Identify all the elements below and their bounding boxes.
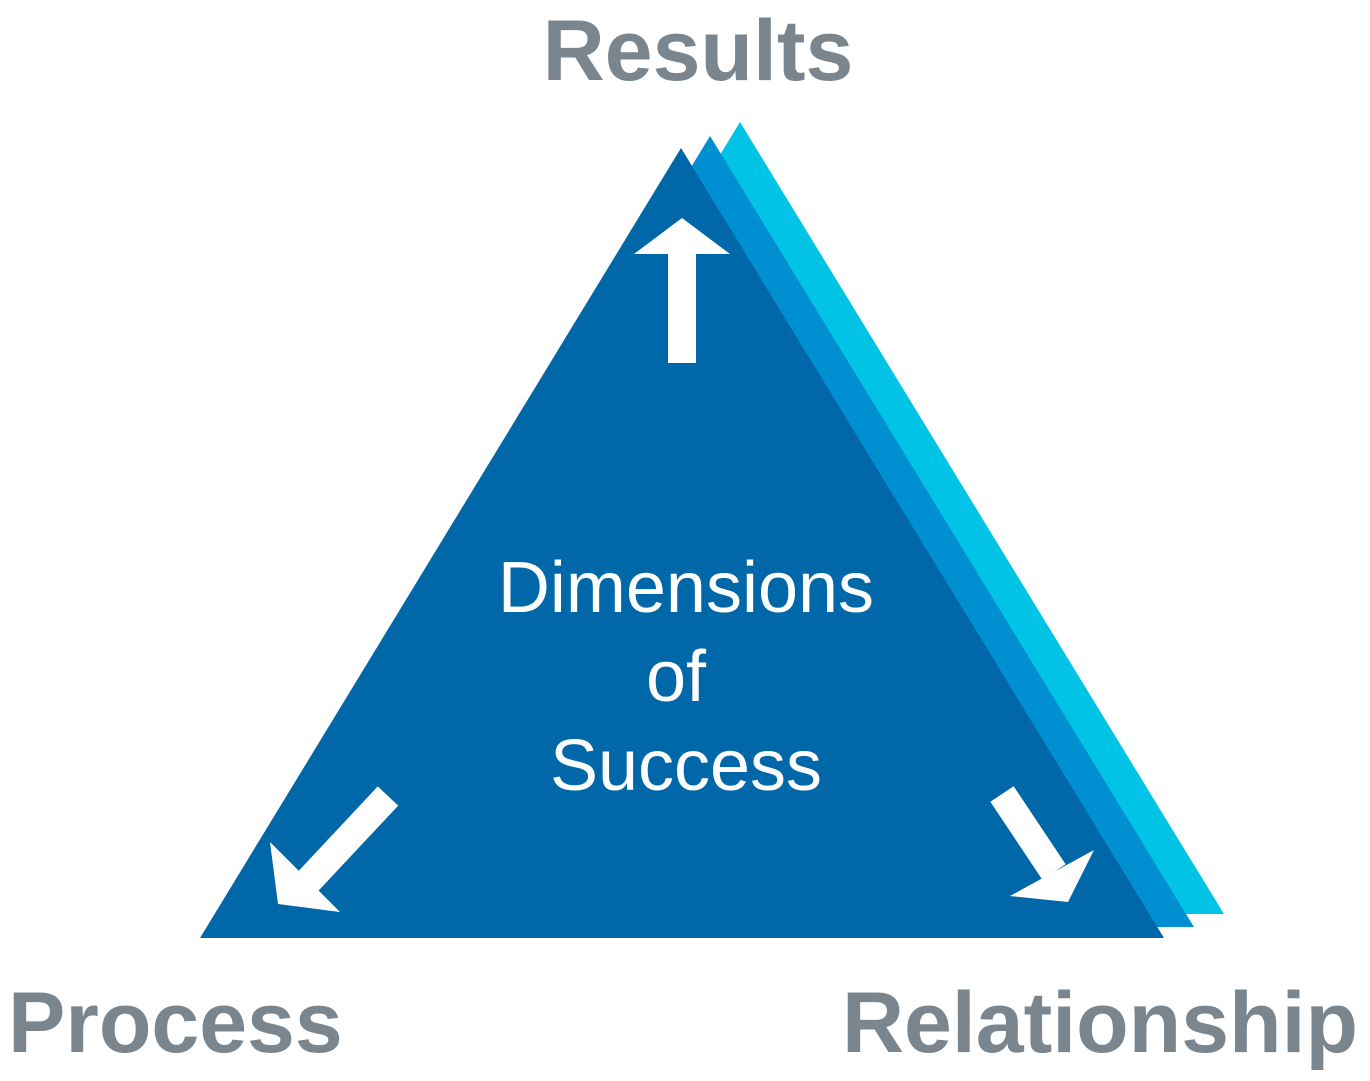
- label-process: Process: [8, 975, 343, 1071]
- main-triangle: [200, 148, 1164, 938]
- center-label-line1: Dimensions: [498, 548, 874, 628]
- label-relationship: Relationship: [842, 975, 1358, 1071]
- center-label-line3: Success: [550, 726, 822, 806]
- down-right-arrow-icon: [990, 786, 1094, 902]
- center-label-line2: of: [646, 637, 707, 717]
- label-results: Results: [543, 3, 854, 99]
- down-left-arrow-icon: [270, 786, 399, 912]
- up-arrow-icon: [634, 218, 730, 363]
